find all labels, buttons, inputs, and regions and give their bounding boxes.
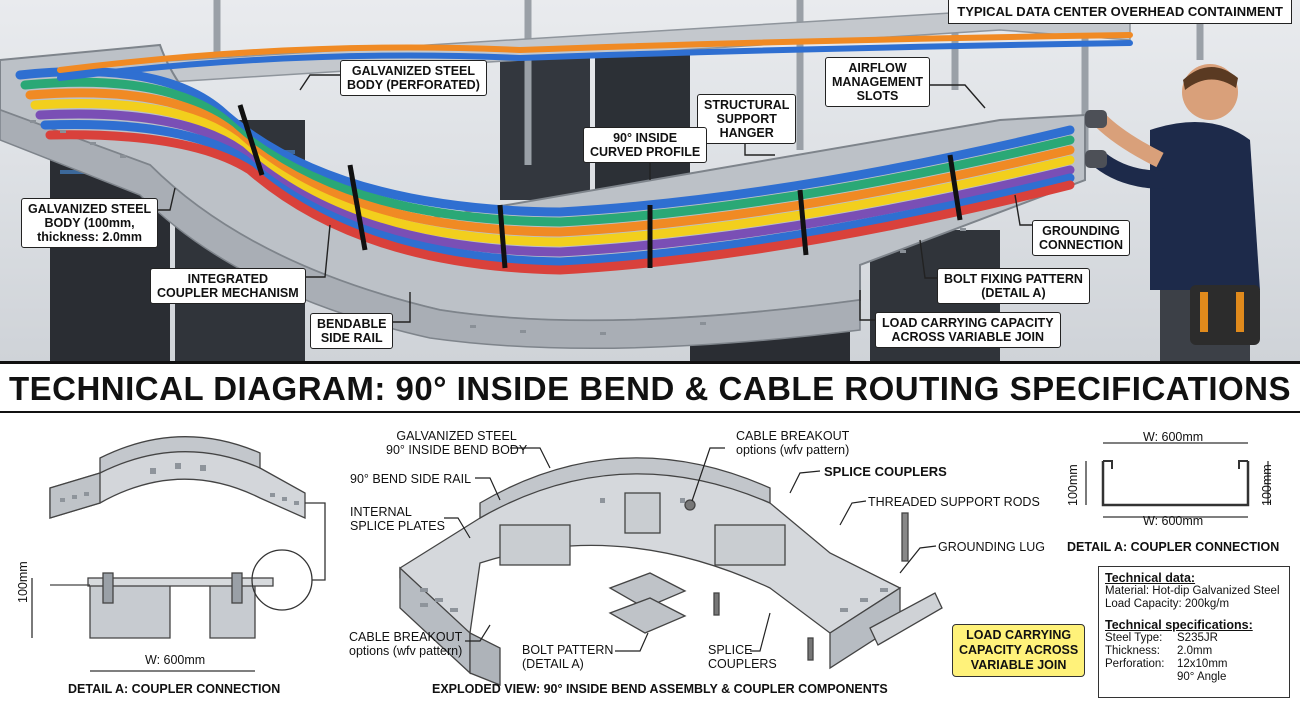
- perforation-holes: [30, 120, 966, 335]
- tech-load: Load Capacity: 200kg/m: [1105, 598, 1230, 610]
- exploded-bend-assembly: [399, 457, 943, 686]
- cable-bundle: [15, 32, 1133, 275]
- label-cable-breakout-top: CABLE BREAKOUT options (wfv pattern): [736, 429, 850, 457]
- exploded-caption: EXPLODED VIEW: 90° INSIDE BEND ASSEMBLY …: [432, 682, 888, 696]
- spec-row: 90° Angle: [1177, 671, 1227, 683]
- right-dim-bottom: W: 600mm: [1143, 514, 1204, 528]
- photo-illustration: TYPICAL DATA CENTER OVERHEAD CONTAINMENT…: [0, 0, 1300, 364]
- callout-airflow-slots: AIRFLOW MANAGEMENT SLOTS: [825, 57, 930, 107]
- right-dim-left: 100mm: [1066, 464, 1080, 506]
- left-dim-width: W: 600mm: [145, 653, 206, 667]
- label-galvanized-bend-body: GALVANIZED STEEL 90° INSIDE BEND BODY: [386, 429, 528, 457]
- spec-row: Thickness:2.0mm: [1105, 645, 1213, 657]
- label-splice-couplers-top: SPLICE COUPLERS: [824, 464, 947, 479]
- cable-ties: [237, 104, 963, 269]
- tray-side-rail: [0, 109, 861, 350]
- callout-inside-curved: 90° INSIDE CURVED PROFILE: [583, 127, 708, 163]
- photo-corner-title: TYPICAL DATA CENTER OVERHEAD CONTAINMENT: [948, 0, 1292, 24]
- load-capacity-highlight: LOAD CARRYING CAPACITY ACROSS VARIABLE J…: [952, 624, 1086, 677]
- tech-data-title: Technical data:: [1105, 571, 1196, 585]
- callout-support-hanger: STRUCTURAL SUPPORT HANGER: [697, 94, 797, 144]
- diagram-banner: TECHNICAL DIAGRAM: 90° INSIDE BEND & CAB…: [0, 367, 1300, 413]
- label-bolt-pattern: BOLT PATTERN (DETAIL A): [522, 643, 614, 671]
- callout-coupler-mechanism: INTEGRATED COUPLER MECHANISM: [150, 268, 306, 304]
- label-internal-splice-plates: INTERNAL SPLICE PLATES: [350, 505, 445, 533]
- left-detail-caption: DETAIL A: COUPLER CONNECTION: [68, 682, 281, 696]
- spec-row: Perforation:12x10mm: [1105, 658, 1228, 670]
- tech-material: Material: Hot-dip Galvanized Steel: [1105, 585, 1280, 597]
- callout-grounding: GROUNDING CONNECTION: [1032, 220, 1131, 256]
- tech-spec-title: Technical specifications:: [1105, 618, 1253, 632]
- callout-bendable-rail: BENDABLE SIDE RAIL: [310, 313, 394, 349]
- right-dim-top: W: 600mm: [1143, 430, 1204, 444]
- callout-load-capacity: LOAD CARRYING CAPACITY ACROSS VARIABLE J…: [875, 312, 1061, 348]
- technician: [1085, 64, 1260, 361]
- callout-bolt-fixing: BOLT FIXING PATTERN (DETAIL A): [937, 268, 1090, 304]
- tray-photo-art: [0, 0, 1260, 361]
- label-splice-couplers-bottom: SPLICE COUPLERS: [708, 643, 777, 671]
- technical-drawings: [31, 436, 1269, 686]
- label-threaded-rods: THREADED SUPPORT RODS: [868, 495, 1040, 509]
- right-detail-caption: DETAIL A: COUPLER CONNECTION: [1067, 540, 1280, 554]
- spec-row: Steel Type:S235JR: [1105, 632, 1218, 644]
- banner-title: TECHNICAL DIAGRAM: 90° INSIDE BEND & CAB…: [8, 370, 1292, 407]
- label-cable-breakout-bottom: CABLE BREAKOUT options (wfv pattern): [349, 630, 463, 658]
- label-bend-side-rail: 90° BEND SIDE RAIL: [350, 472, 472, 486]
- left-coupler-section: [31, 502, 326, 672]
- callout-galvanized-100mm: GALVANIZED STEEL BODY (100mm, thickness:…: [21, 198, 159, 248]
- exploded-leader-lines: [444, 447, 937, 652]
- technical-data-box: Technical data: Material: Hot-dip Galvan…: [1098, 566, 1290, 698]
- left-dim-height: 100mm: [16, 561, 30, 603]
- callout-galvanized-perforated: GALVANIZED STEEL BODY (PERFORATED): [340, 60, 487, 96]
- left-bend-drawing: [49, 436, 306, 520]
- right-dim-right: 100mm: [1260, 464, 1274, 506]
- label-grounding-lug: GROUNDING LUG: [938, 540, 1045, 554]
- technical-diagram-area: 100mm W: 600mm DETAIL A: COUPLER CONNECT…: [0, 413, 1300, 706]
- right-cross-section: [1085, 442, 1269, 518]
